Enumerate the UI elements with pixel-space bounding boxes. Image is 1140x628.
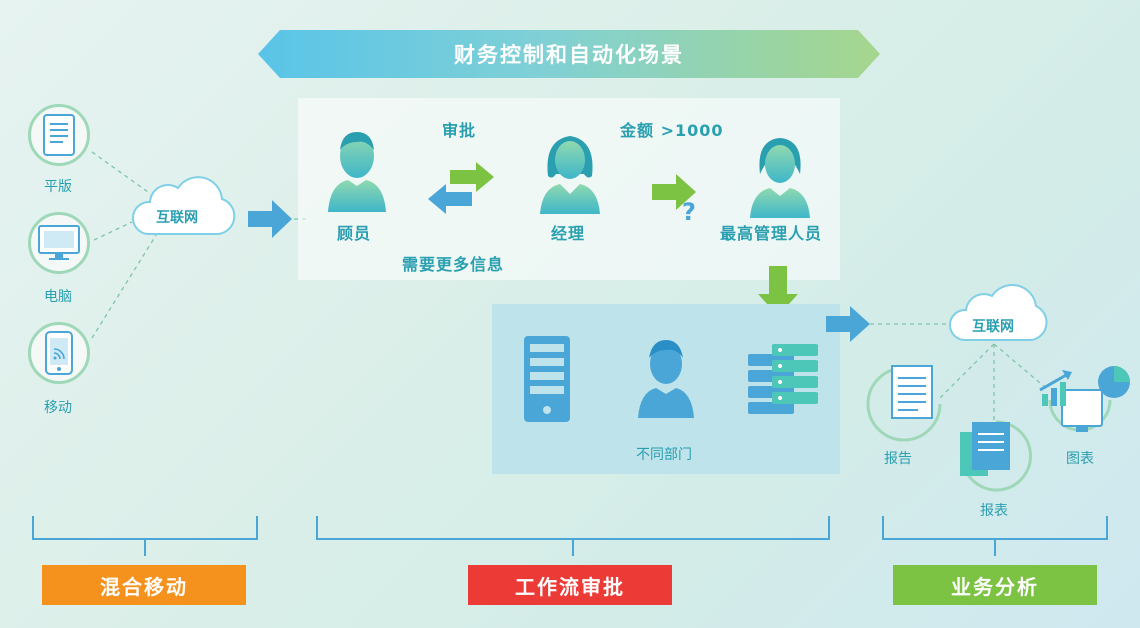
smartphone-icon — [45, 331, 73, 375]
top-manager-label: 最高管理人员 — [720, 224, 823, 243]
down-arrow-icon — [758, 266, 798, 316]
workflow-panel — [298, 98, 840, 280]
amount-label: 金额 >1000 — [620, 121, 724, 140]
bracket-workflow — [316, 516, 830, 540]
manager-person-icon — [540, 136, 600, 214]
title-banner: 财务控制和自动化场景 — [258, 30, 880, 78]
cloud-icon — [132, 176, 236, 235]
clerk-person-icon — [328, 132, 386, 212]
page-title: 财务控制和自动化场景 — [454, 43, 684, 67]
arrow-right-analytics-icon — [826, 306, 870, 342]
cloud-right-label: 互联网 — [972, 319, 1014, 335]
chart-icon — [1039, 366, 1130, 432]
section-analysis-button[interactable]: 业务分析 — [893, 565, 1097, 605]
computer-label: 电脑 — [44, 289, 72, 305]
bracket-stem-analysis — [994, 540, 996, 556]
bracket-analysis — [882, 516, 1108, 540]
spreadsheet-icon — [960, 420, 1032, 492]
computer-circle — [28, 212, 90, 274]
need-info-label: 需要更多信息 — [402, 255, 505, 274]
section-mobile-button[interactable]: 混合移动 — [42, 565, 246, 605]
bracket-mobile — [32, 516, 258, 540]
chart-label: 图表 — [1066, 451, 1094, 467]
bracket-stem-workflow — [572, 540, 574, 556]
arrow-right-icon — [248, 200, 292, 238]
cloud-left-label: 互联网 — [156, 210, 198, 226]
section-workflow-label: 工作流审批 — [515, 574, 625, 599]
department-person-icon — [638, 340, 694, 418]
cloud-right-icon — [948, 283, 1048, 341]
section-analysis-label: 业务分析 — [951, 574, 1039, 599]
mobile-circle — [28, 322, 90, 384]
question-mark: ? — [682, 198, 696, 226]
section-mobile-label: 混合移动 — [100, 574, 188, 599]
tablet-circle — [28, 104, 90, 166]
mobile-label: 移动 — [44, 400, 72, 416]
clerk-label: 顾员 — [337, 224, 372, 243]
executive-person-icon — [750, 138, 810, 218]
monitor-icon — [38, 225, 80, 260]
departments-label: 不同部门 — [636, 447, 692, 463]
server-tower-icon — [524, 336, 570, 422]
section-workflow-button[interactable]: 工作流审批 — [468, 565, 672, 605]
tablet-label: 平版 — [44, 179, 72, 195]
report-icon — [866, 365, 942, 442]
sheet-label: 报表 — [980, 503, 1008, 519]
bracket-stem-mobile — [144, 540, 146, 556]
tablet-icon — [43, 114, 75, 156]
exchange-arrows-icon — [428, 162, 494, 214]
manager-label: 经理 — [551, 224, 586, 243]
server-stack-icon — [748, 344, 818, 414]
approve-label: 审批 — [442, 121, 477, 140]
forward-arrow-icon — [652, 174, 696, 210]
report-label: 报告 — [884, 451, 912, 467]
